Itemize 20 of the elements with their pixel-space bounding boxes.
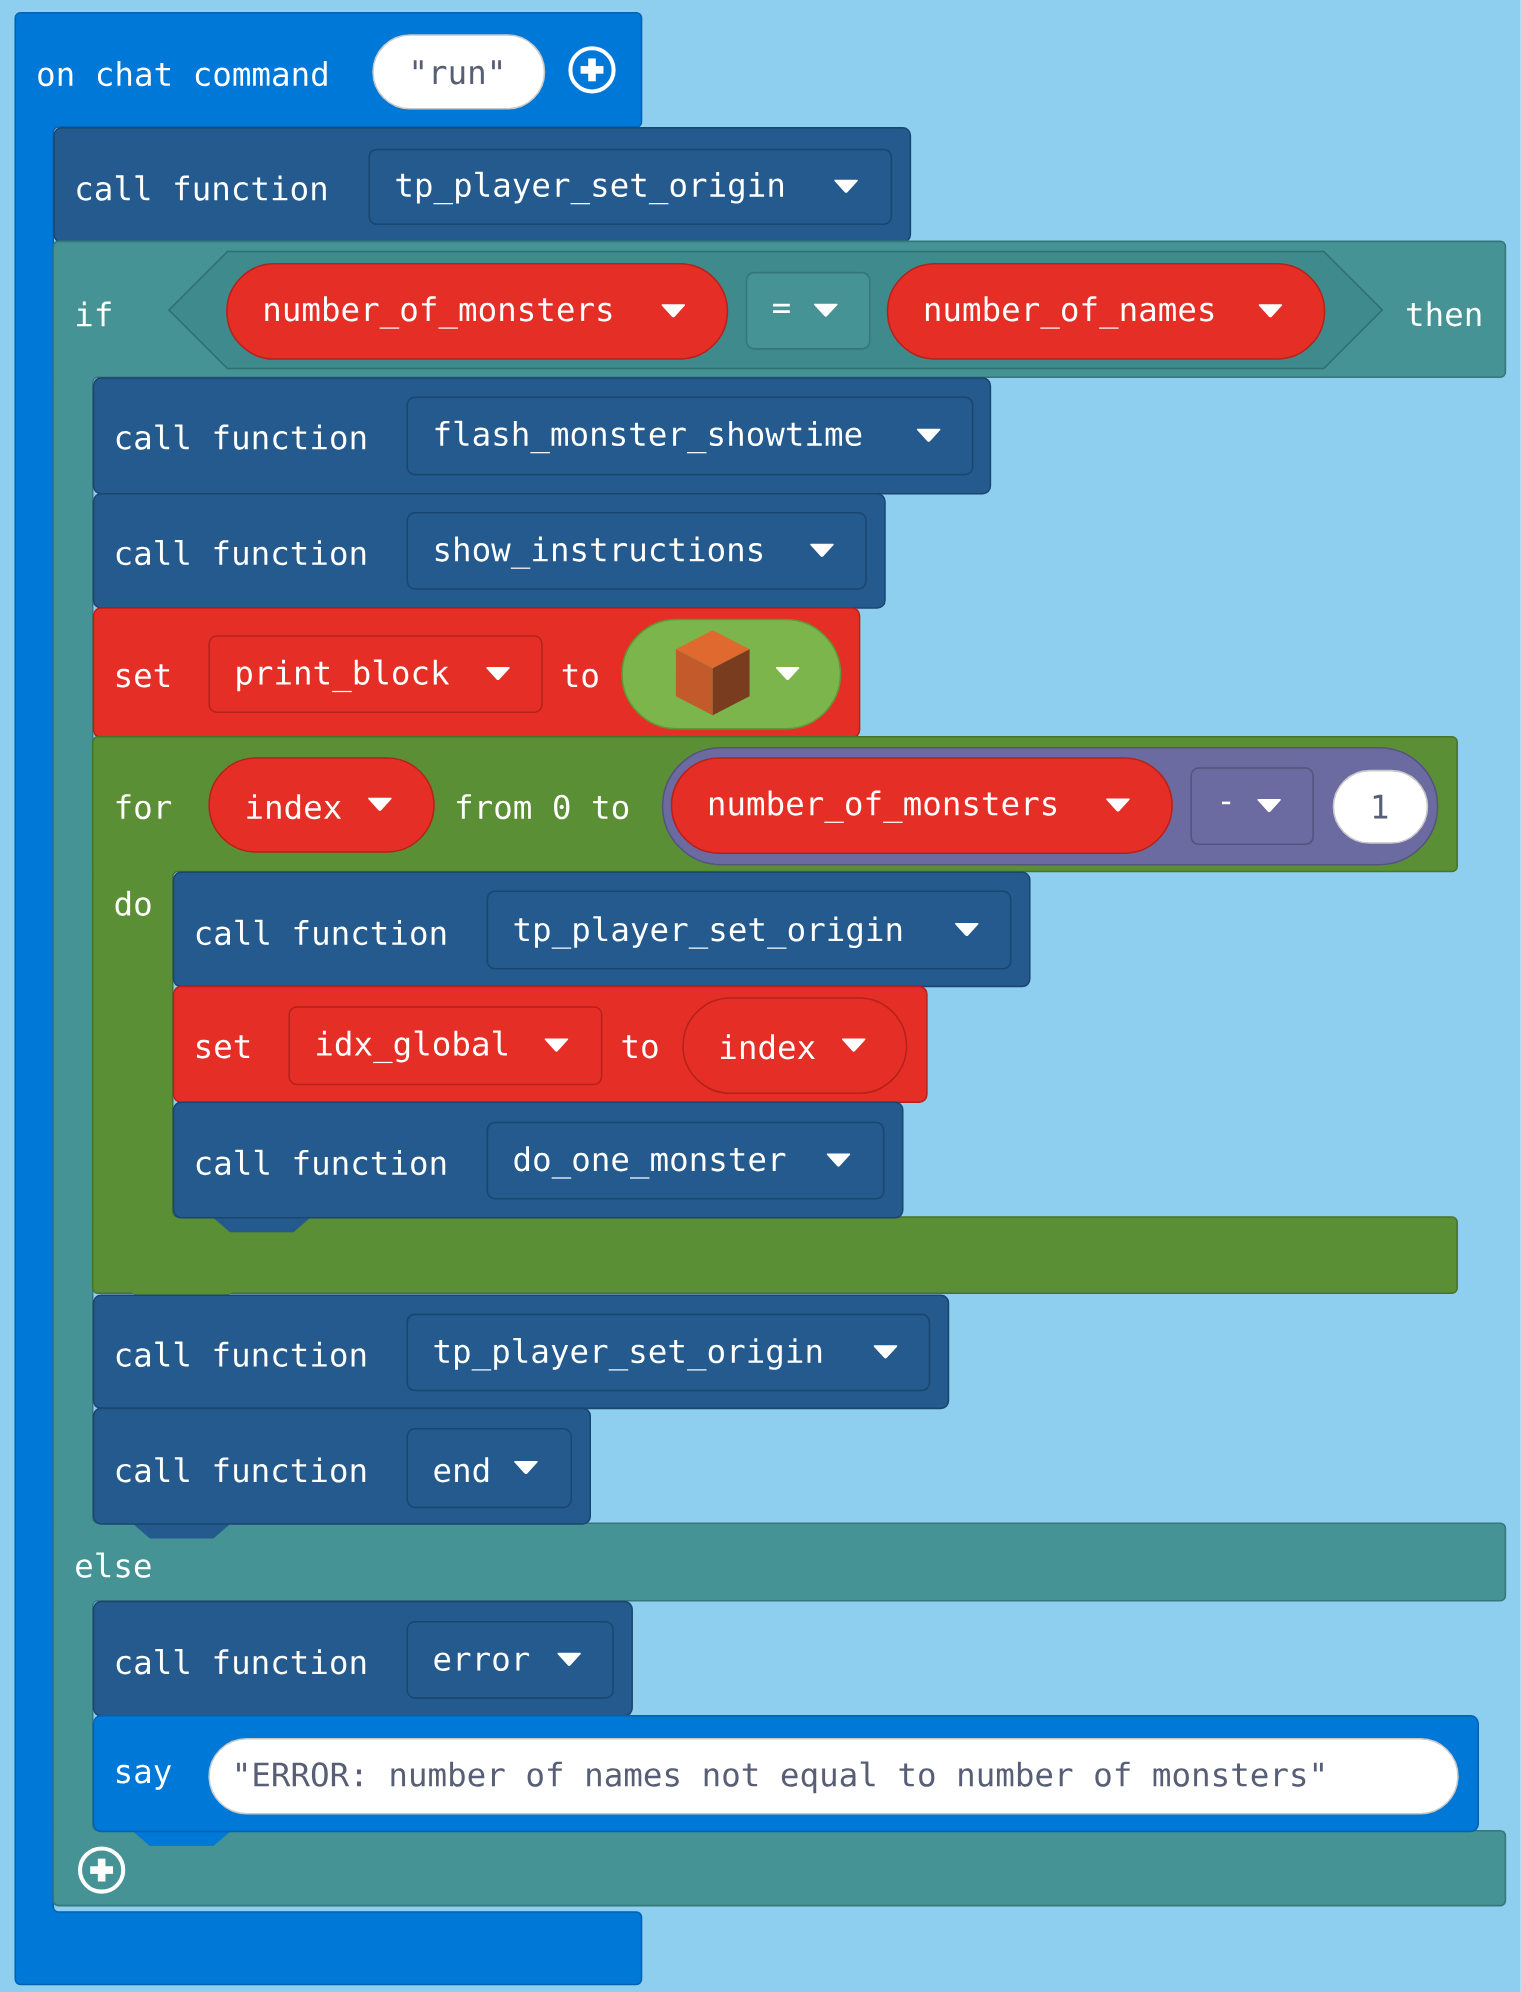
variable-pill: number_of_monsters xyxy=(670,757,1173,854)
variable-pill: index xyxy=(208,757,435,853)
dropdown-field: error xyxy=(406,1621,615,1699)
dropdown-field: print_block xyxy=(208,635,543,713)
dropdown-field: end xyxy=(406,1427,573,1509)
dropdown-field: tp_player_set_origin xyxy=(406,1313,931,1392)
dropdown-field: = xyxy=(745,271,871,350)
dropdown-field: tp_player_set_origin xyxy=(486,890,1012,970)
dropdown-field: flash_monster_showtime xyxy=(406,396,974,476)
text-field: "run" xyxy=(372,34,546,110)
variable-pill: number_of_monsters xyxy=(226,263,729,360)
dropdown-field: show_instructions xyxy=(406,512,867,590)
number-field: 1 xyxy=(1332,769,1429,844)
variable-pill: number_of_names xyxy=(886,263,1326,360)
dropdown-field: do_one_monster xyxy=(486,1121,885,1200)
text-field: "ERROR: number of names not equal to number of monsters" xyxy=(208,1737,1459,1815)
variable-pill: index xyxy=(682,997,908,1095)
dropdown-field: - xyxy=(1190,767,1315,846)
dropdown-field: tp_player_set_origin xyxy=(368,148,893,226)
dropdown-field: idx_global xyxy=(288,1006,603,1086)
